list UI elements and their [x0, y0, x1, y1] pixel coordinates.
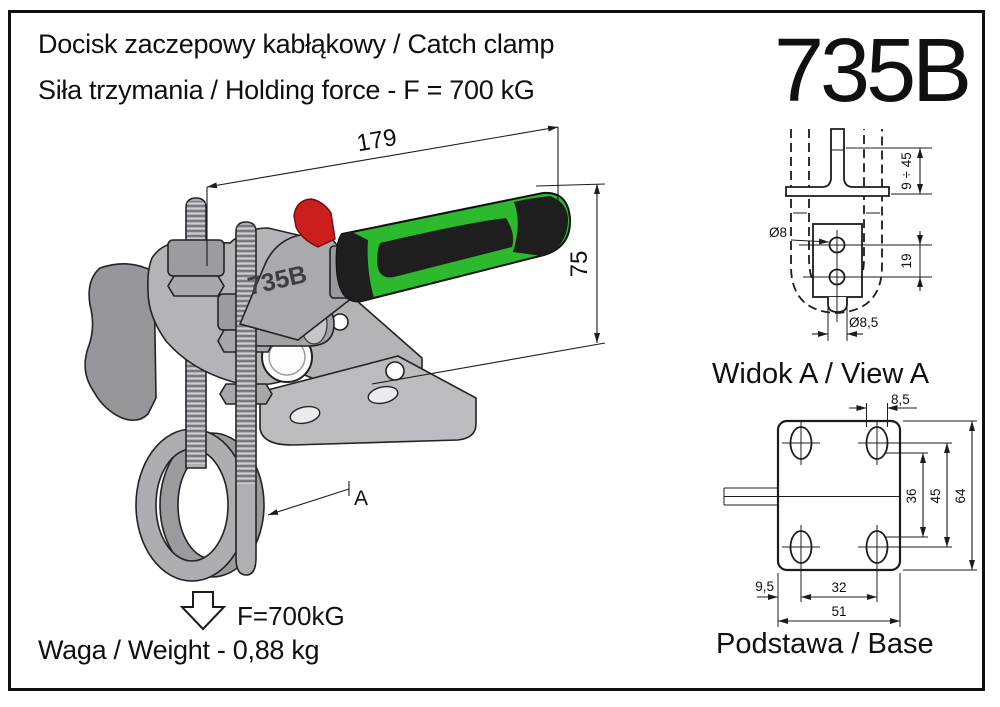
base-flange	[259, 355, 477, 446]
base-plate	[776, 419, 902, 572]
body-hole-small	[385, 361, 405, 381]
hook-outline-outer	[790, 129, 883, 314]
thread-texture	[236, 225, 256, 485]
flange-slot	[367, 385, 399, 405]
dim-hole-spacing: 19	[899, 253, 914, 268]
dim-slot-width: 8,5	[891, 392, 910, 407]
dim-height-label: 75	[566, 251, 593, 278]
dim-edge-offset: 9,5	[755, 579, 774, 594]
spindle-bar	[785, 128, 890, 197]
dim-stroke-range: 9 ÷ 45	[899, 152, 914, 189]
dim-hole-diameter: Ø8	[769, 225, 787, 240]
base-label: Podstawa / Base	[716, 628, 934, 660]
hex-nut	[167, 275, 225, 297]
force-value-label: F=700kG	[237, 601, 345, 631]
grip-tip-cap	[513, 196, 569, 256]
view-a-drawing: 9 ÷ 45 Ø8 19 Ø8,5	[769, 128, 932, 341]
dim-holes-vertical: 45	[928, 488, 943, 503]
force-down-arrow-icon	[179, 591, 227, 631]
force-annotation: F=700kG	[179, 591, 345, 631]
dim-plate-height: 64	[953, 488, 968, 504]
dim-width-label: 179	[355, 124, 399, 157]
swivel-block	[167, 239, 225, 277]
dim-width-179: 179	[206, 124, 559, 266]
dim-height-75: 75	[371, 183, 606, 385]
base-drawing: 8,5 36 45 64 9,5 32 51	[723, 392, 977, 627]
slot-centerlines	[782, 421, 952, 569]
view-a-label: Widok A / View A	[712, 358, 930, 390]
grip-pad-center	[377, 218, 514, 278]
flange-slot	[289, 405, 321, 425]
section-a-callout: A	[267, 481, 368, 516]
section-a-label: A	[354, 487, 368, 510]
model-number: 735B	[774, 21, 972, 121]
dim-holes-horizontal: 32	[831, 580, 846, 595]
weight-label: Waga / Weight - 0,88 kg	[38, 635, 320, 665]
dim-plate-width: 51	[831, 604, 846, 619]
page-border	[8, 10, 985, 691]
dim-hook-diameter: Ø8,5	[849, 315, 878, 330]
clamp-illustration: 735B	[84, 191, 572, 582]
grip-pad-left	[336, 232, 374, 302]
holding-force-title: Siła trzymania / Holding force - F = 700…	[38, 75, 535, 105]
hook-bracket	[84, 263, 157, 422]
dim-holes-vertical-inner: 36	[904, 488, 919, 503]
release-lever	[293, 198, 336, 248]
product-title: Docisk zaczepowy kabłąkowy / Catch clamp	[38, 29, 555, 59]
